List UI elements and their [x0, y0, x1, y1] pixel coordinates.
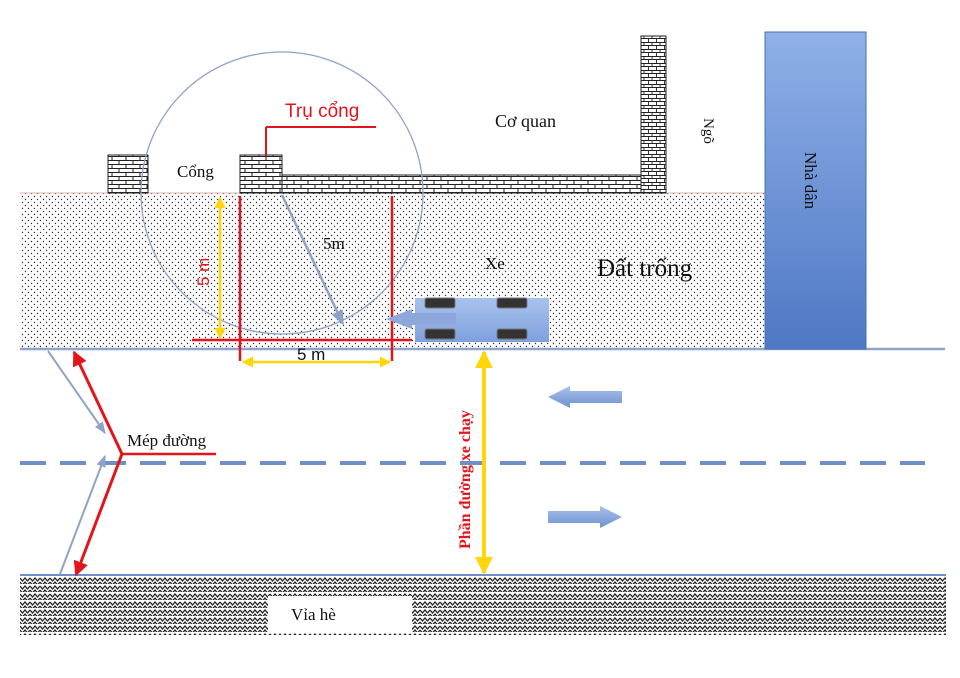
radius-label: 5m — [323, 234, 345, 253]
car-direction-arrow — [386, 309, 456, 329]
sidewalk-label-box — [268, 596, 412, 632]
car-wheel — [424, 297, 456, 309]
turning-circle — [140, 51, 424, 335]
arrow-right-icon — [548, 506, 622, 528]
gate-post-label: Trụ cổng — [285, 101, 359, 122]
car-wheel — [424, 328, 456, 340]
alley-label: Ngõ — [700, 118, 716, 144]
office-wall — [281, 174, 644, 194]
car-wheel — [496, 297, 528, 309]
arrow-left-icon — [548, 386, 622, 408]
horizontal-dimension-label: 5 m — [297, 345, 325, 364]
road-edge-red-pointer-top — [72, 350, 124, 455]
vehicle-label: Xe — [485, 254, 505, 273]
house-block — [764, 31, 867, 350]
road-edge-blue-pointer-bottom — [59, 454, 106, 575]
car-wheel — [496, 328, 528, 340]
radius-arrow — [280, 194, 345, 326]
car — [386, 297, 549, 342]
office-label: Cơ quan — [495, 111, 556, 131]
gate-label: Cổng — [177, 162, 214, 181]
sidewalk-area — [20, 576, 946, 635]
carriageway-label: Phần đường xe chạy — [457, 410, 474, 549]
road-edge-label: Mép đường — [127, 431, 207, 450]
road-edge-red-pointer-bottom — [73, 453, 124, 577]
empty-land-label: Đất trống — [597, 255, 693, 282]
road-edge-blue-pointer-top — [47, 350, 106, 434]
alley-wall — [640, 35, 667, 194]
vertical-dimension-label: 5 m — [194, 258, 213, 286]
house-label: Nhà dân — [801, 152, 820, 210]
right-gate-pillar — [239, 154, 283, 194]
sidewalk-label: Vỉa hè — [291, 605, 336, 624]
